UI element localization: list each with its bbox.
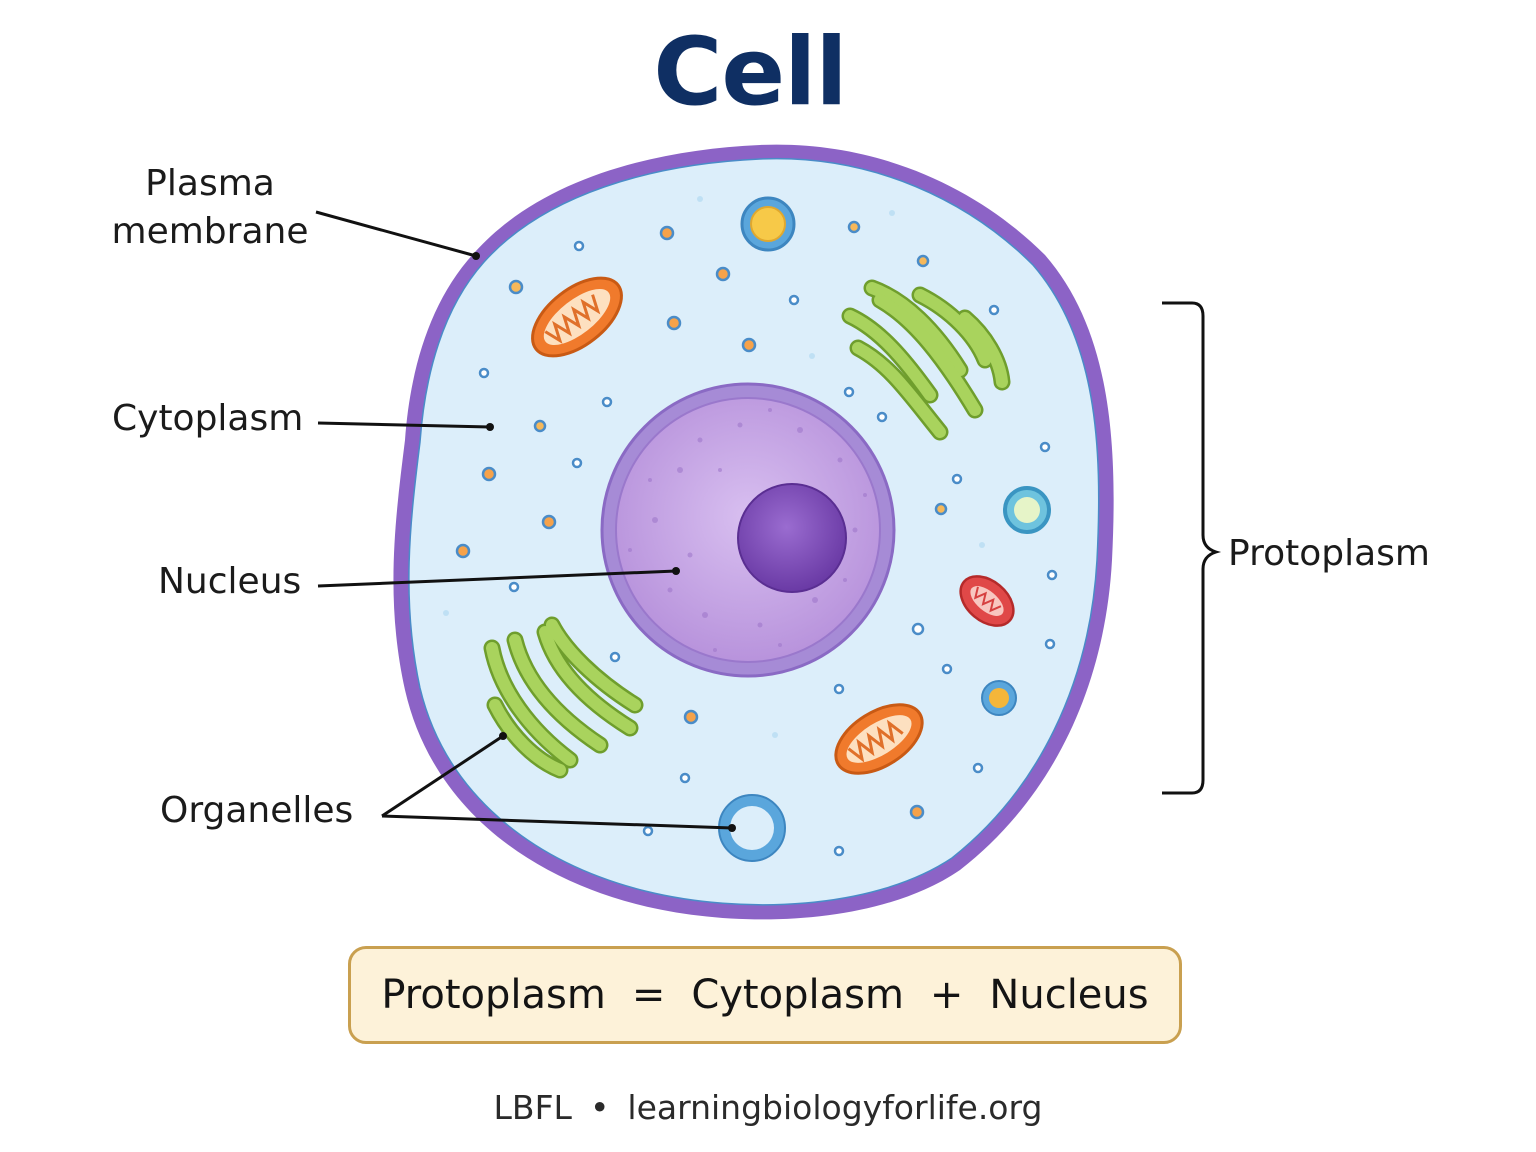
vesicle-right [1003, 486, 1051, 534]
organelles-leader-vacuole [381, 814, 733, 830]
vesicle-small-right [981, 680, 1017, 716]
plasma-membrane-leader [315, 210, 477, 258]
formula-box: Protoplasm = Cytoplasm + Nucleus [348, 946, 1182, 1044]
footer-brand: LBFL [493, 1088, 572, 1127]
formula-plus: + [929, 972, 964, 1018]
mitochondrion-red [959, 575, 1015, 627]
organelles-leader-golgi [381, 734, 504, 818]
protoplasm-brace [1162, 301, 1222, 795]
nucleus-leader [317, 569, 677, 588]
formula-term-nucleus: Nucleus [989, 972, 1149, 1018]
golgi-apparatus-bottom [483, 616, 644, 779]
organelles-label: Organelles [160, 790, 354, 831]
protoplasm-label: Protoplasm [1228, 533, 1430, 574]
mitochondrion-bottom [834, 703, 924, 775]
cytoplasm-granules [443, 196, 1058, 857]
cytoplasm-label: Cytoplasm [112, 398, 304, 439]
diagram-title: Cell [653, 18, 847, 127]
plasma-membrane-label: Plasma membrane [111, 163, 309, 252]
nucleus-speckles [628, 408, 867, 652]
formula-lhs: Protoplasm [381, 972, 606, 1018]
nucleus-label: Nucleus [158, 561, 302, 602]
mitochondrion-top [531, 276, 623, 358]
leader-lines [315, 210, 733, 830]
formula-term-cytoplasm: Cytoplasm [691, 972, 904, 1018]
footer-separator: • [589, 1088, 610, 1127]
footer: LBFL • learningbiologyforlife.org [0, 1088, 1536, 1127]
nucleolus [737, 483, 847, 593]
leader-dots [472, 252, 736, 832]
cytoplasm-leader [317, 421, 491, 429]
golgi-apparatus-top [841, 279, 1011, 441]
formula-equals: = [631, 972, 666, 1018]
vesicle-top [740, 196, 796, 252]
footer-website: learningbiologyforlife.org [627, 1088, 1043, 1127]
nucleus [600, 382, 896, 678]
